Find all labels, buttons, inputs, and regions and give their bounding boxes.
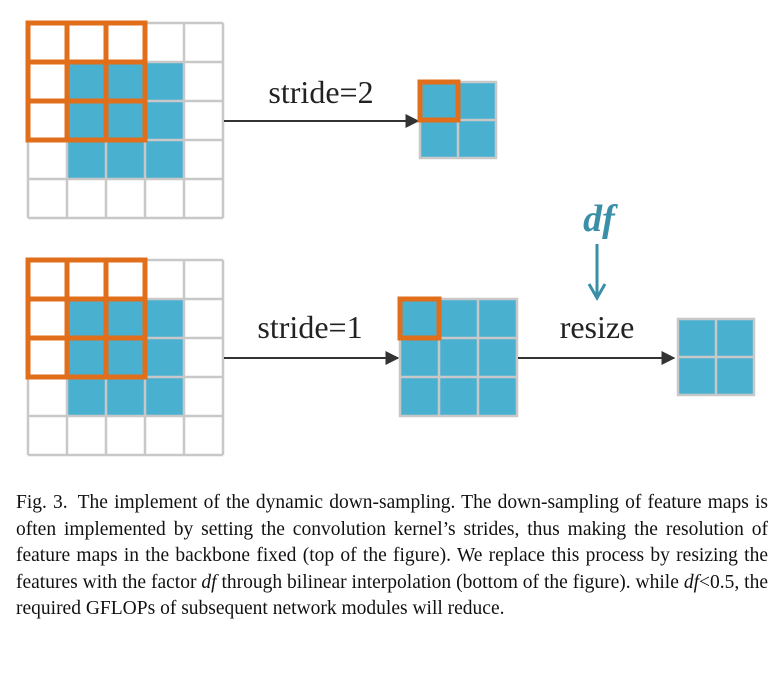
- figure-number: Fig. 3.: [16, 492, 68, 513]
- stride-1-label: stride=1: [257, 309, 362, 345]
- caption-df-term-1: df: [201, 571, 217, 593]
- caption-df-term-2: df: [683, 571, 699, 593]
- top-input-filled-region: [67, 62, 184, 179]
- bottom-input-filled-region: [67, 299, 184, 416]
- df-factor-label: df: [583, 198, 618, 240]
- figure-caption: Fig. 3.The implement of the dynamic down…: [16, 490, 768, 623]
- bottom-kernel-window: [25, 257, 148, 380]
- stride-2-label: stride=2: [268, 74, 373, 110]
- bottom-intermediate-feature-map: [397, 296, 519, 418]
- bottom-output-feature-map: [676, 317, 756, 397]
- top-output-feature-map: [417, 79, 498, 160]
- resize-label: resize: [560, 309, 635, 345]
- bottom-intermediate-filled-region: [400, 299, 517, 416]
- caption-text-part-2: through bilinear interpolation (bottom o…: [216, 571, 684, 593]
- bottom-input-feature-map: [25, 257, 225, 457]
- top-input-feature-map: [25, 20, 225, 220]
- bottom-intermediate-highlight-cell: [397, 296, 442, 341]
- caption-text-part-3: <0.5, the required GFLOPs of subsequent …: [16, 571, 768, 620]
- top-kernel-window: [25, 20, 148, 143]
- top-output-highlight-cell: [417, 79, 461, 123]
- caption-text-part-1: The implement of the dynamic down-sampli…: [16, 492, 768, 593]
- df-arrow-head: [587, 283, 607, 302]
- downsampling-diagram: stride=2: [25, 20, 756, 457]
- bottom-output-grid-lines: [676, 317, 756, 397]
